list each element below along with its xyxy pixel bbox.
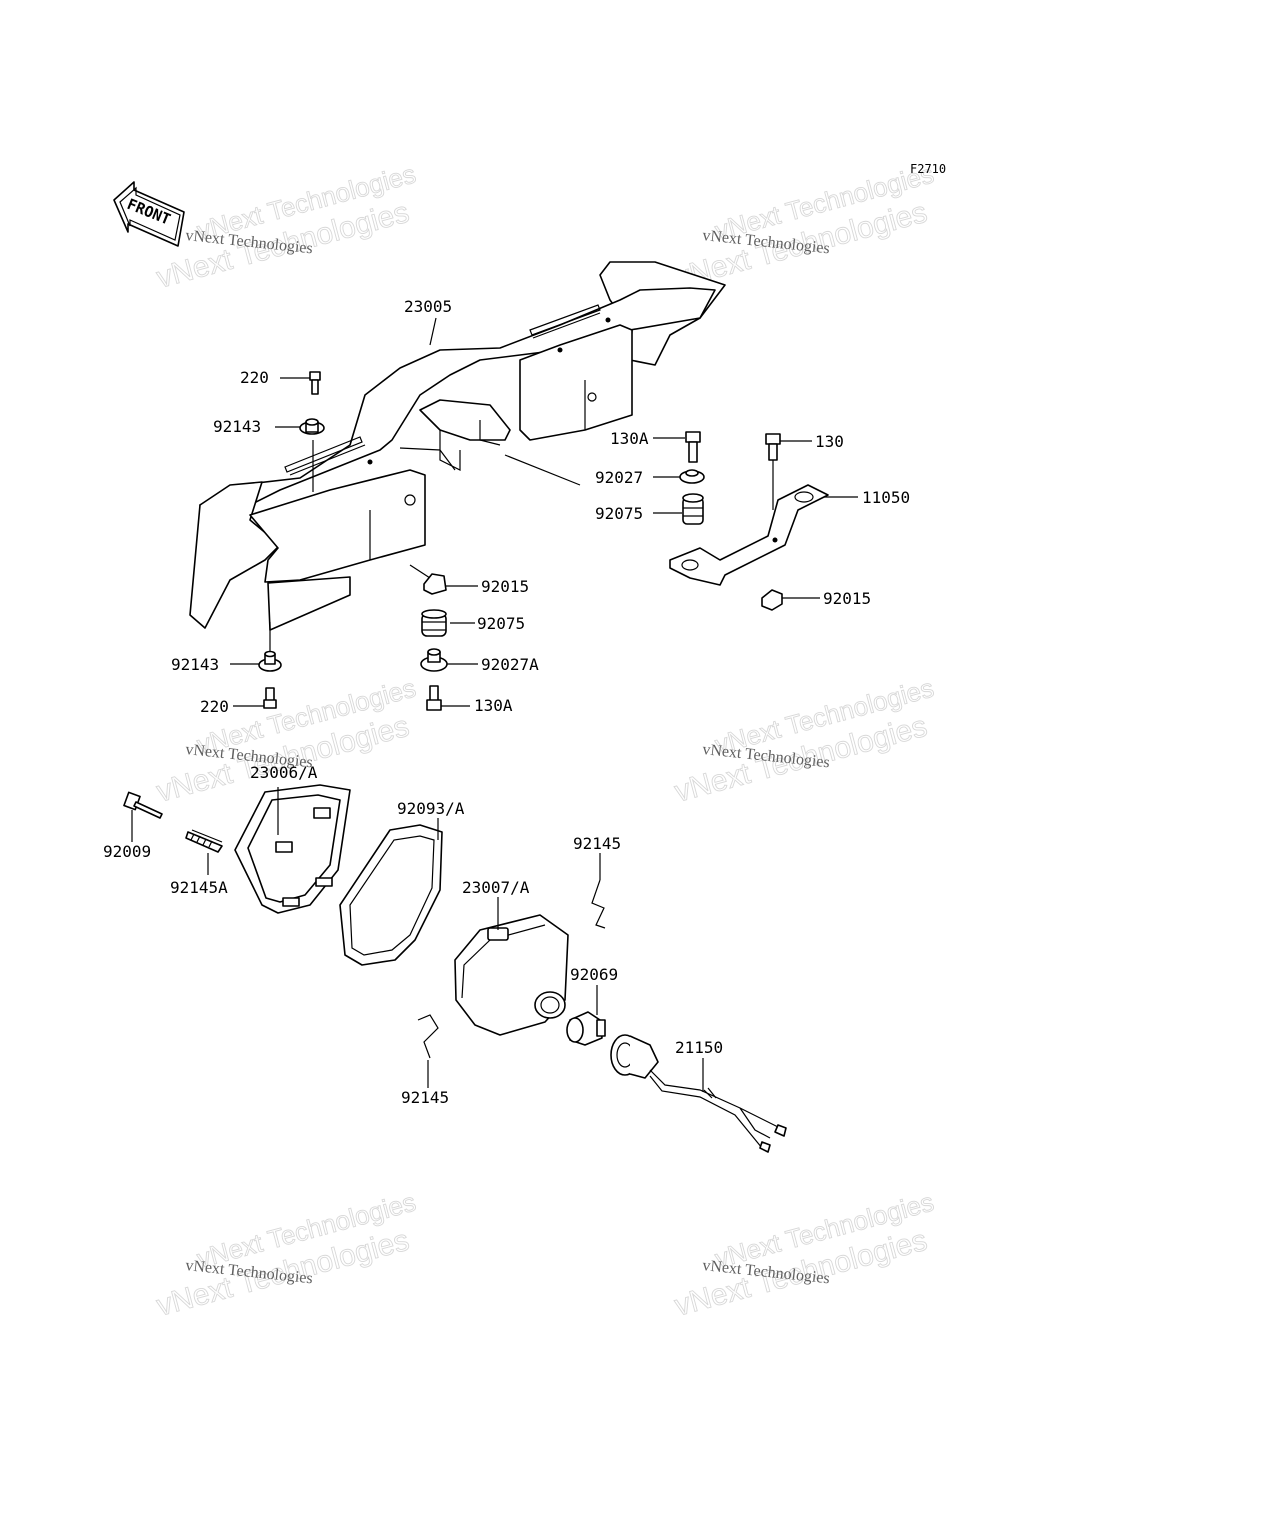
label-92143-bottom: 92143: [171, 655, 219, 674]
label-11050: 11050: [862, 488, 910, 507]
spring-92145A-icon: [185, 829, 223, 853]
collar-92143-top-icon: [299, 418, 325, 435]
headlight-lens-92093A: [339, 824, 443, 966]
collar-92027A-icon: [420, 648, 448, 672]
label-92145-top: 92145: [573, 834, 621, 853]
watermark-bottom-left: vNext Technologies vNext Technologies vN…: [153, 1186, 420, 1323]
part-labels: 23005 220 92143 130A 130 92027 11050 920…: [103, 297, 910, 1107]
label-92015-mid: 92015: [481, 577, 529, 596]
label-92075-mid: 92075: [477, 614, 525, 633]
label-92069: 92069: [570, 965, 618, 984]
bolt-130-icon: [765, 433, 781, 461]
clip-92015-mid-icon: [423, 573, 447, 595]
collar-92027-icon: [679, 469, 705, 484]
label-21150: 21150: [675, 1038, 723, 1057]
grommet-92075-mid-icon: [421, 609, 447, 637]
watermark-mid-right: vNext Technologies vNext Technologies vN…: [671, 672, 938, 809]
label-23005: 23005: [404, 297, 452, 316]
watermark-top-right: vNext Technologies vNext Technologies vN…: [671, 158, 938, 295]
headlight-cover-23005: [189, 261, 726, 631]
grommet-92075-right-icon: [682, 493, 704, 525]
label-92093A: 92093/A: [397, 799, 465, 818]
label-92009: 92009: [103, 842, 151, 861]
screw-92009-icon: [123, 791, 163, 819]
clip-92145-top-icon: [591, 879, 606, 929]
vent-slots-icon: [284, 304, 601, 476]
diagram-code: F2710: [910, 162, 946, 176]
label-92027: 92027: [595, 468, 643, 487]
bulb-92069-icon: [566, 1011, 606, 1046]
clip-92015-right-icon: [761, 589, 783, 611]
watermark-mid-left: vNext Technologies vNext Technologies vN…: [153, 672, 420, 809]
bolt-130A-top-icon: [685, 431, 701, 463]
label-220-top: 220: [240, 368, 269, 387]
label-92015-right: 92015: [823, 589, 871, 608]
headlight-housing-23007A: [454, 914, 569, 1036]
label-130A-top: 130A: [610, 429, 649, 448]
label-23006A: 23006/A: [250, 763, 318, 782]
collar-92143-bottom-icon: [258, 650, 282, 672]
bracket-11050: [669, 484, 829, 586]
label-220-bottom: 220: [200, 697, 229, 716]
watermark-bottom-right: vNext Technologies vNext Technologies vN…: [671, 1186, 938, 1323]
label-92145A: 92145A: [170, 878, 228, 897]
label-92075-right: 92075: [595, 504, 643, 523]
clip-92145-bottom-icon: [417, 1014, 439, 1059]
label-130A-bottom: 130A: [474, 696, 513, 715]
front-arrow-icon: FRONT: [113, 181, 185, 247]
bolt-220-bottom-icon: [263, 687, 277, 709]
label-92145-bottom: 92145: [401, 1088, 449, 1107]
label-92143-top: 92143: [213, 417, 261, 436]
label-130: 130: [815, 432, 844, 451]
label-23007A: 23007/A: [462, 878, 530, 897]
socket-21150: [610, 1034, 787, 1153]
bolt-220-top-icon: [309, 371, 321, 395]
label-92027A: 92027A: [481, 655, 539, 674]
watermark-top-left: vNext Technologies vNext Technologies vN…: [153, 158, 420, 295]
bolt-130A-bottom-icon: [426, 685, 442, 711]
headlight-rim-23006A: [234, 784, 351, 914]
